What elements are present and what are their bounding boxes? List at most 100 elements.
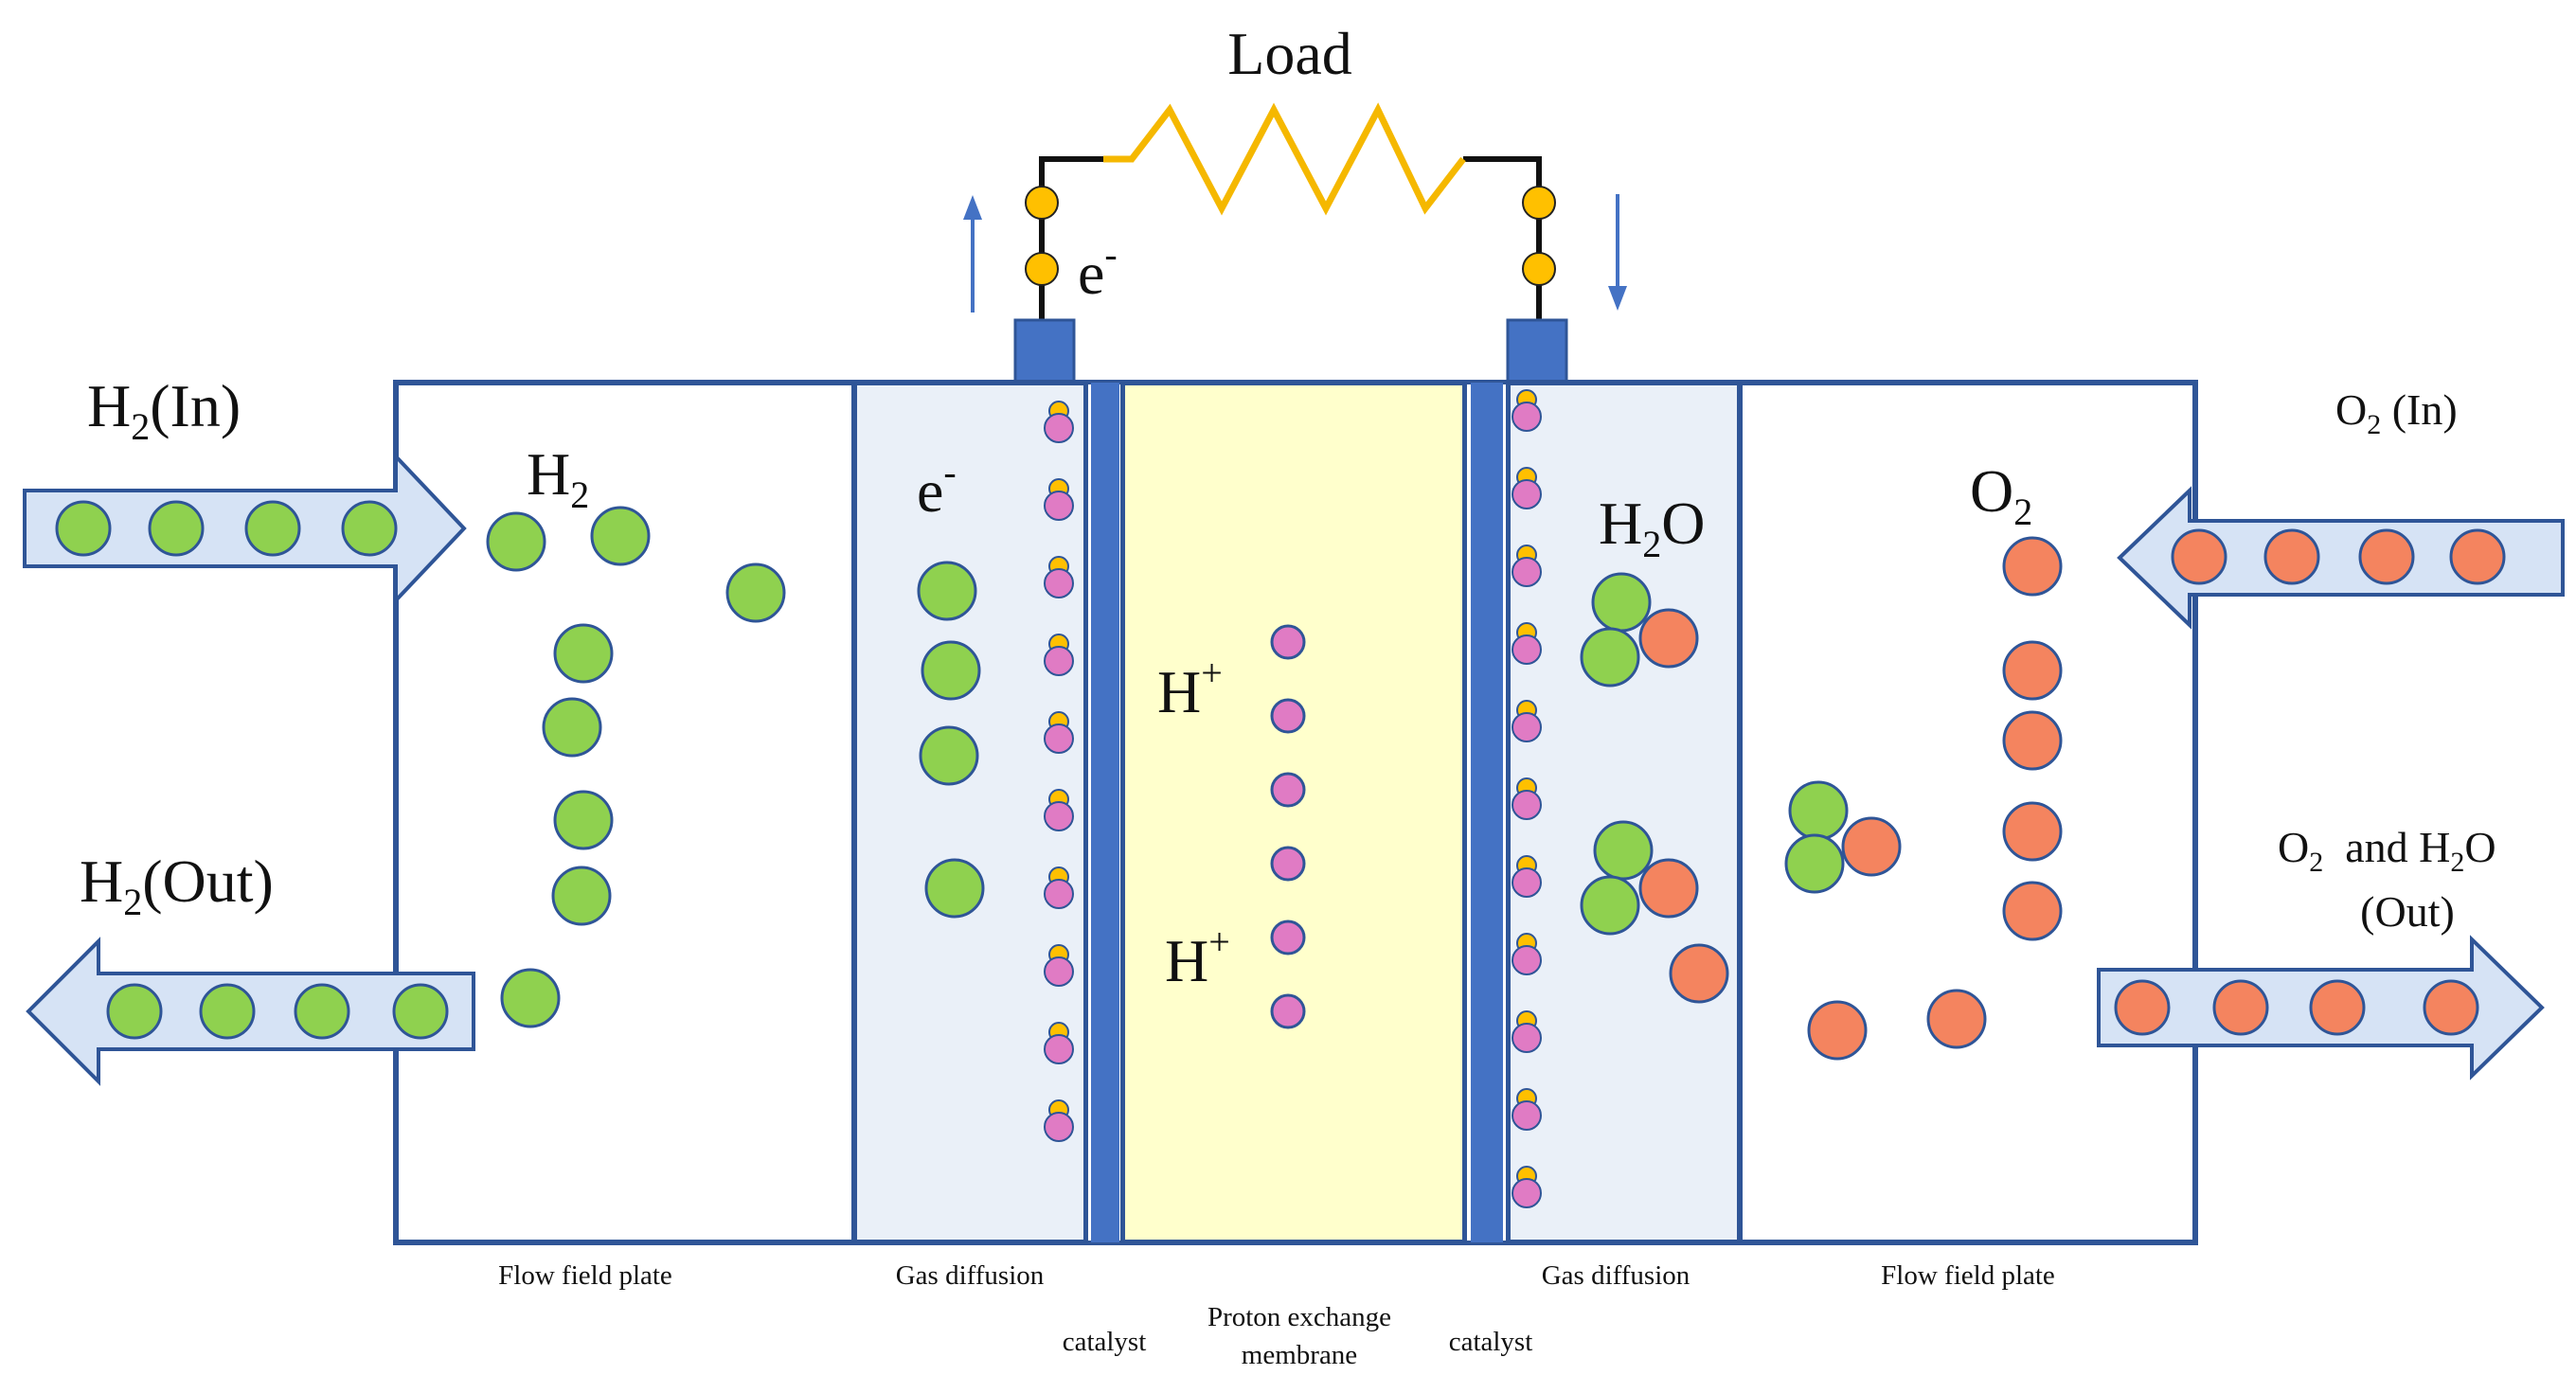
proton bbox=[1270, 698, 1306, 734]
proton bbox=[1270, 624, 1306, 660]
h2o-inside-label: H2O bbox=[1599, 490, 1705, 565]
o2-molecules bbox=[1669, 528, 2506, 1061]
membrane-label-line2: membrane bbox=[1242, 1340, 1357, 1370]
o2-inside-label: O2 bbox=[1970, 457, 2032, 533]
catalyst-left-label: catalyst bbox=[1063, 1327, 1147, 1357]
h2-molecule bbox=[725, 562, 786, 623]
h2-molecule bbox=[553, 623, 614, 684]
catalyst-particle bbox=[1044, 478, 1074, 521]
electron-particle bbox=[919, 725, 979, 786]
anode-terminal bbox=[1013, 318, 1076, 384]
catalyst-particle bbox=[1512, 389, 1542, 432]
o2-molecule bbox=[2212, 979, 2269, 1036]
electron-particle bbox=[921, 640, 981, 701]
catalyst-particle bbox=[1044, 401, 1074, 443]
connector-right-2 bbox=[1522, 252, 1556, 286]
h2-inside-label: H2 bbox=[527, 440, 589, 516]
o2-molecule bbox=[2002, 801, 2063, 862]
wire-right bbox=[1463, 156, 1542, 322]
electron-particle bbox=[924, 858, 985, 919]
catalyst-particle bbox=[1512, 777, 1542, 820]
o2-in-arrow bbox=[2117, 486, 2565, 630]
catalyst-layer-right bbox=[1471, 383, 1503, 1242]
o2-molecule bbox=[1807, 1000, 1868, 1061]
connector-left-1 bbox=[1025, 186, 1059, 220]
water-molecules bbox=[1580, 572, 1902, 936]
h2-in-label: H2(In) bbox=[87, 372, 241, 448]
o2-molecule bbox=[2263, 528, 2320, 585]
catalyst-particle bbox=[1512, 467, 1542, 509]
cell-body bbox=[393, 380, 2198, 1245]
o2-molecule bbox=[2423, 979, 2479, 1036]
catalyst-particle bbox=[1512, 933, 1542, 975]
catalyst-layer-left bbox=[1091, 383, 1119, 1242]
gas-diffusion-left-label: Gas diffusion bbox=[896, 1260, 1045, 1291]
flow-field-plate-right-label: Flow field plate bbox=[1881, 1260, 2055, 1291]
electron-label-top: e- bbox=[1078, 233, 1118, 307]
catalyst-particle bbox=[1044, 789, 1074, 831]
o2-molecule bbox=[2171, 528, 2227, 585]
o2-molecule bbox=[2309, 979, 2366, 1036]
current-arrow-up bbox=[963, 195, 982, 312]
catalyst-particle bbox=[1044, 1099, 1074, 1142]
h2-molecule bbox=[244, 500, 301, 557]
o2-molecule bbox=[2449, 528, 2506, 585]
h2-molecule bbox=[553, 790, 614, 850]
o2-molecule bbox=[1926, 989, 1987, 1049]
catalyst-particle bbox=[1512, 622, 1542, 665]
flow-field-plate-left-label: Flow field plate bbox=[498, 1260, 672, 1291]
water-molecule bbox=[1580, 572, 1699, 688]
h2-in-arrow bbox=[23, 451, 467, 606]
h2-molecule bbox=[294, 983, 350, 1040]
o2-h2o-out-label-line1: O2 and H2O bbox=[2278, 823, 2496, 878]
h2-molecule bbox=[486, 511, 546, 572]
species-labels: H2(In) H2(Out) H2 e- H+ H+ H2O O2 O2 (In… bbox=[80, 372, 2496, 994]
connector-right-1 bbox=[1522, 186, 1556, 220]
gas-diffusion-layer-right bbox=[1505, 380, 1743, 1245]
catalyst-particle bbox=[1512, 1088, 1542, 1131]
h2-molecule bbox=[590, 506, 651, 566]
o2-molecule bbox=[1669, 943, 1729, 1004]
gas-diffusion-right-label: Gas diffusion bbox=[1542, 1260, 1690, 1291]
o2-h2o-out-label-line2: (Out) bbox=[2360, 887, 2455, 936]
catalyst-particle bbox=[1512, 700, 1542, 742]
catalyst-particle bbox=[1512, 1166, 1542, 1208]
o2-in-label: O2 (In) bbox=[2335, 385, 2458, 440]
electron-gdl-label: e- bbox=[917, 451, 957, 525]
catalyst-particle bbox=[1512, 1010, 1542, 1053]
cathode-terminal bbox=[1506, 318, 1568, 384]
h2-molecule bbox=[106, 983, 163, 1040]
catalyst-particle bbox=[1044, 1022, 1074, 1064]
flow-arrows bbox=[23, 451, 2565, 1086]
h2-molecules bbox=[55, 500, 985, 1040]
load-resistor bbox=[1103, 102, 1466, 216]
proton bbox=[1270, 993, 1306, 1029]
current-arrow-down bbox=[1608, 194, 1627, 311]
proton bbox=[1270, 920, 1306, 955]
catalyst-particle bbox=[1044, 866, 1074, 909]
catalyst-particle bbox=[1044, 556, 1074, 598]
connector-left-2 bbox=[1025, 252, 1059, 286]
catalyst-particles bbox=[1044, 389, 1542, 1208]
external-circuit: Load e- bbox=[963, 20, 1627, 384]
h2-molecule bbox=[542, 697, 602, 758]
o2-molecule bbox=[2358, 528, 2415, 585]
o2-molecule bbox=[2002, 536, 2063, 597]
h2-molecule bbox=[148, 500, 205, 557]
catalyst-right-label: catalyst bbox=[1449, 1327, 1533, 1357]
o2-molecule bbox=[2114, 979, 2171, 1036]
h2-molecule bbox=[55, 500, 112, 557]
proton-exchange-membrane bbox=[1119, 380, 1468, 1245]
catalyst-particle bbox=[1044, 711, 1074, 754]
o2-molecule bbox=[2002, 640, 2063, 701]
h-plus-label-1: H+ bbox=[1157, 652, 1223, 725]
h2-molecule bbox=[551, 866, 612, 926]
catalyst-particle bbox=[1044, 634, 1074, 676]
catalyst-particle bbox=[1044, 944, 1074, 987]
h2-molecule bbox=[392, 983, 449, 1040]
load-label: Load bbox=[1227, 20, 1352, 87]
catalyst-particle bbox=[1512, 545, 1542, 587]
water-molecule bbox=[1580, 820, 1699, 936]
o2-molecule bbox=[2002, 710, 2063, 771]
